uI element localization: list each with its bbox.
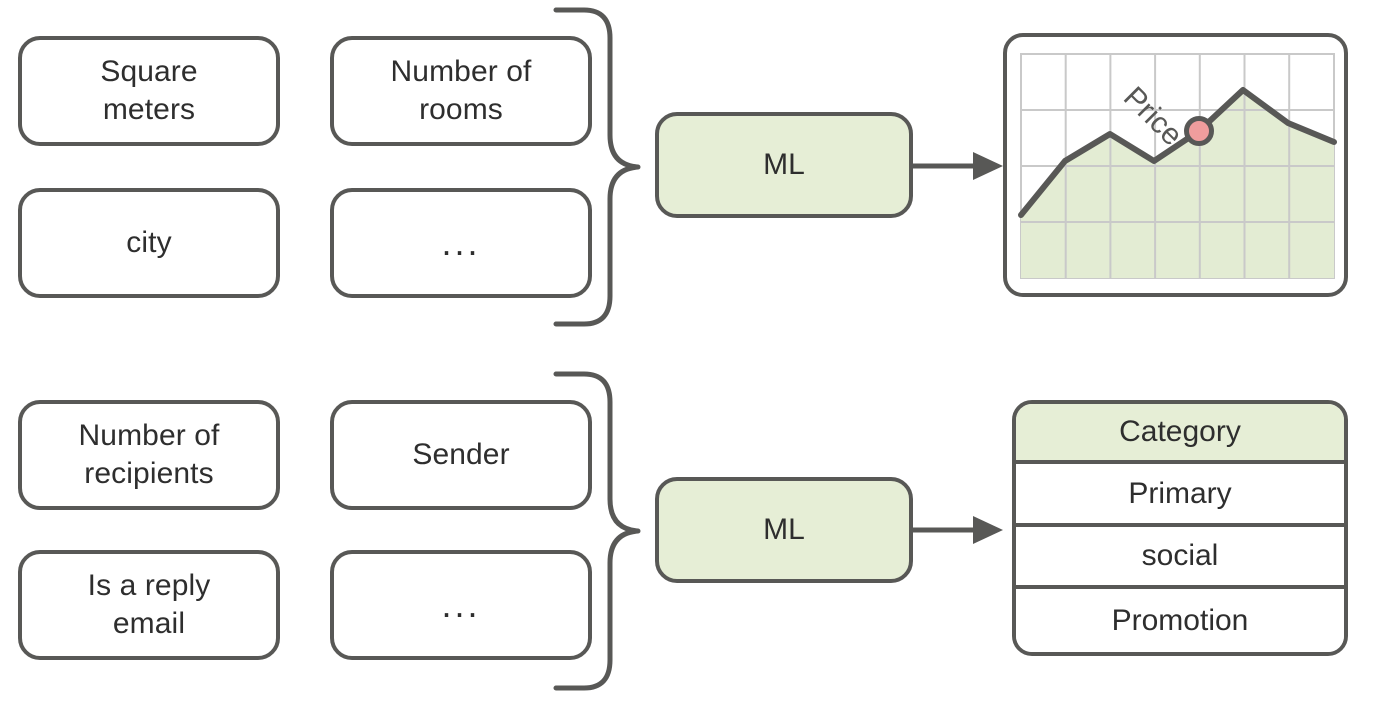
table-row[interactable]: social	[1016, 527, 1344, 589]
table-cell-label: social	[1141, 539, 1219, 572]
feature-label: ...	[441, 221, 481, 263]
feature-box-more-housing[interactable]: ...	[330, 188, 592, 298]
feature-box-number-of-recipients[interactable]: Number of recipients	[18, 400, 280, 510]
table-header-category: Category	[1016, 404, 1344, 464]
ml-label: ML	[763, 513, 805, 546]
output-category-table: Category Primary social Promotion	[1012, 400, 1348, 656]
feature-box-square-meters[interactable]: Square meters	[18, 36, 280, 146]
feature-box-is-a-reply-email[interactable]: Is a reply email	[18, 550, 280, 660]
feature-label: Sender	[412, 437, 510, 471]
feature-label: Square meters	[100, 54, 198, 126]
grouping-brace-bottom	[553, 371, 641, 691]
chart-price-line	[1018, 87, 1337, 218]
feature-label: Number of recipients	[78, 418, 220, 490]
feature-box-sender[interactable]: Sender	[330, 400, 592, 510]
arrow-ml-to-table	[911, 516, 1003, 544]
feature-box-number-of-rooms[interactable]: Number of rooms	[330, 36, 592, 146]
table-cell-label: Primary	[1128, 476, 1232, 510]
chart-area-fill	[1021, 90, 1334, 278]
chart-highlight-point	[1184, 116, 1214, 146]
feature-box-more-email[interactable]: ...	[330, 550, 592, 660]
feature-label: city	[126, 225, 172, 259]
table-row[interactable]: Primary	[1016, 464, 1344, 527]
price-chart: Price	[1018, 53, 1337, 279]
ml-label: ML	[763, 148, 805, 181]
table-cell-label: Promotion	[1111, 603, 1249, 637]
ml-model-box-email[interactable]: ML	[655, 477, 913, 583]
feature-label: Number of rooms	[390, 54, 532, 126]
ml-model-box-housing[interactable]: ML	[655, 112, 913, 218]
feature-label: ...	[441, 583, 481, 625]
feature-box-city[interactable]: city	[18, 188, 280, 298]
table-header-label: Category	[1119, 415, 1241, 448]
output-chart-card: Price	[1003, 33, 1348, 297]
feature-label: Is a reply email	[87, 568, 211, 640]
arrow-ml-to-chart	[911, 152, 1003, 180]
chart-gridlines-horizontal	[1021, 109, 1334, 223]
table-row[interactable]: Promotion	[1016, 589, 1344, 652]
grouping-brace-top	[553, 7, 641, 327]
